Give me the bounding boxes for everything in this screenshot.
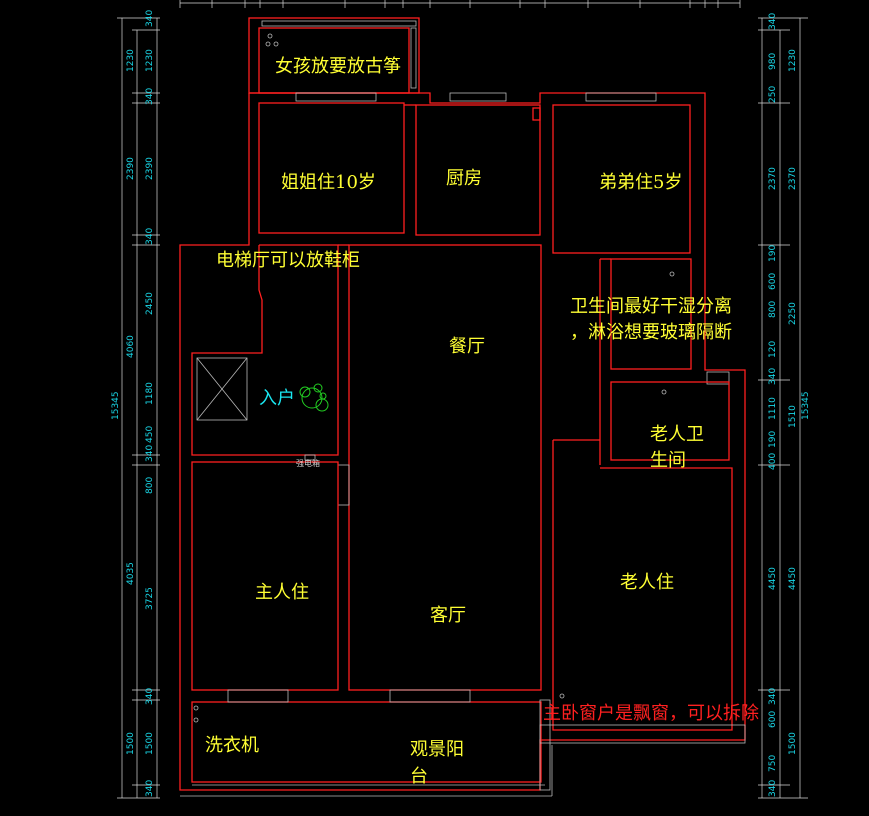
svg-text:340: 340 <box>768 780 778 797</box>
label-kitchen: 厨房 <box>446 168 482 189</box>
svg-text:4060: 4060 <box>126 335 136 358</box>
svg-text:2370: 2370 <box>788 167 798 190</box>
label-brother-room: 弟弟住5岁 <box>599 172 683 193</box>
right-dimension-text: 340 980 250 1230 2370 2370 190 600 800 2… <box>768 13 811 797</box>
svg-text:340: 340 <box>145 228 155 245</box>
svg-text:1230: 1230 <box>788 49 798 72</box>
left-dimension-text: 340 1230 1230 340 2390 2390 340 4060 245… <box>111 10 155 797</box>
svg-text:4450: 4450 <box>768 567 778 590</box>
svg-text:340: 340 <box>145 688 155 705</box>
svg-text:400: 400 <box>768 453 778 470</box>
label-elder-bath-1: 老人卫 <box>650 424 704 445</box>
svg-text:800: 800 <box>145 477 155 494</box>
svg-text:1510: 1510 <box>788 405 798 428</box>
svg-text:15345: 15345 <box>111 391 121 420</box>
top-dimension-strip <box>179 0 741 8</box>
left-dimension-lines <box>117 17 160 799</box>
svg-text:1230: 1230 <box>126 49 136 72</box>
svg-text:1500: 1500 <box>126 732 136 755</box>
label-window-note: 主卧窗户是飘窗，可以拆除 <box>543 703 759 724</box>
svg-text:800: 800 <box>768 301 778 318</box>
svg-text:340: 340 <box>768 368 778 385</box>
svg-text:1110: 1110 <box>768 397 778 420</box>
svg-text:600: 600 <box>768 273 778 290</box>
label-bath-note-1: 卫生间最好干湿分离 <box>570 296 732 317</box>
label-meter-box: 强电箱 <box>296 459 320 468</box>
svg-text:4035: 4035 <box>126 562 136 585</box>
svg-text:450: 450 <box>145 426 155 443</box>
label-living: 客厅 <box>430 605 466 626</box>
svg-text:340: 340 <box>768 13 778 30</box>
svg-text:340: 340 <box>768 688 778 705</box>
svg-text:1230: 1230 <box>145 49 155 72</box>
svg-text:340: 340 <box>145 445 155 462</box>
svg-text:2390: 2390 <box>126 157 136 180</box>
svg-text:190: 190 <box>768 431 778 448</box>
svg-text:980: 980 <box>768 53 778 70</box>
label-sister-room: 姐姐住10岁 <box>281 172 376 193</box>
svg-text:1500: 1500 <box>788 732 798 755</box>
svg-text:600: 600 <box>768 711 778 728</box>
svg-text:2250: 2250 <box>788 302 798 325</box>
svg-text:750: 750 <box>768 755 778 772</box>
svg-text:340: 340 <box>145 780 155 797</box>
label-washer: 洗衣机 <box>205 735 259 756</box>
svg-text:15345: 15345 <box>801 391 811 420</box>
svg-text:190: 190 <box>768 245 778 262</box>
svg-text:4450: 4450 <box>788 567 798 590</box>
plant-icon <box>299 383 329 412</box>
svg-text:1500: 1500 <box>145 732 155 755</box>
label-balcony-1: 观景阳 <box>410 739 464 760</box>
svg-text:250: 250 <box>768 86 778 103</box>
svg-text:340: 340 <box>145 10 155 27</box>
walls <box>179 17 746 797</box>
label-elder-room: 老人住 <box>620 572 674 593</box>
svg-text:340: 340 <box>145 88 155 105</box>
label-dining: 餐厅 <box>449 336 485 357</box>
svg-text:2390: 2390 <box>145 157 155 180</box>
label-elder-bath-2: 生间 <box>650 450 686 471</box>
label-elevator-hall: 电梯厅可以放鞋柜 <box>216 250 360 271</box>
label-girl-room: 女孩放要放古筝 <box>275 56 401 77</box>
svg-text:120: 120 <box>768 341 778 358</box>
svg-text:2450: 2450 <box>145 292 155 315</box>
fixtures <box>193 33 675 723</box>
svg-text:3725: 3725 <box>145 587 155 610</box>
right-dimension-lines <box>758 17 808 799</box>
label-balcony-2: 台 <box>410 766 428 787</box>
svg-text:1180: 1180 <box>145 382 155 405</box>
svg-text:2370: 2370 <box>768 167 778 190</box>
label-entrance: 入户 <box>259 388 295 409</box>
label-bath-note-2: ，淋浴想要玻璃隔断 <box>570 322 732 343</box>
label-master-room: 主人住 <box>255 582 309 603</box>
